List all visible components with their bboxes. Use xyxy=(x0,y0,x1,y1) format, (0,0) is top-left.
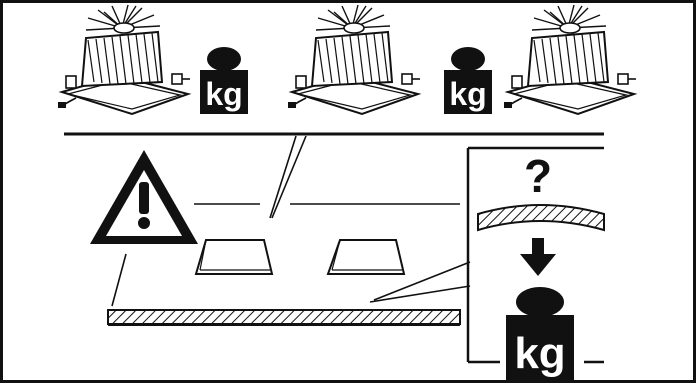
arrow-down-icon xyxy=(520,238,556,276)
weight-unit-label: kg xyxy=(449,76,486,112)
weight-unit-label: kg xyxy=(514,329,565,378)
guide-line xyxy=(369,285,471,303)
ceiling-cutout xyxy=(326,239,406,275)
weight-icon: kg xyxy=(200,47,248,114)
pointer-line xyxy=(271,135,307,219)
weight-icon: kg xyxy=(444,47,492,114)
sagging-slab xyxy=(477,204,605,232)
weight-unit-label: kg xyxy=(205,76,242,112)
guide-line xyxy=(111,253,127,307)
guide-line xyxy=(373,261,471,301)
detail-callout xyxy=(466,146,604,364)
pointer-line xyxy=(269,135,297,219)
warning-triangle-icon xyxy=(90,150,198,244)
ceiling-cutout xyxy=(194,239,274,275)
weight-icon: kg xyxy=(506,287,574,383)
ceiling-slab xyxy=(107,309,461,326)
question-mark: ? xyxy=(524,150,552,202)
